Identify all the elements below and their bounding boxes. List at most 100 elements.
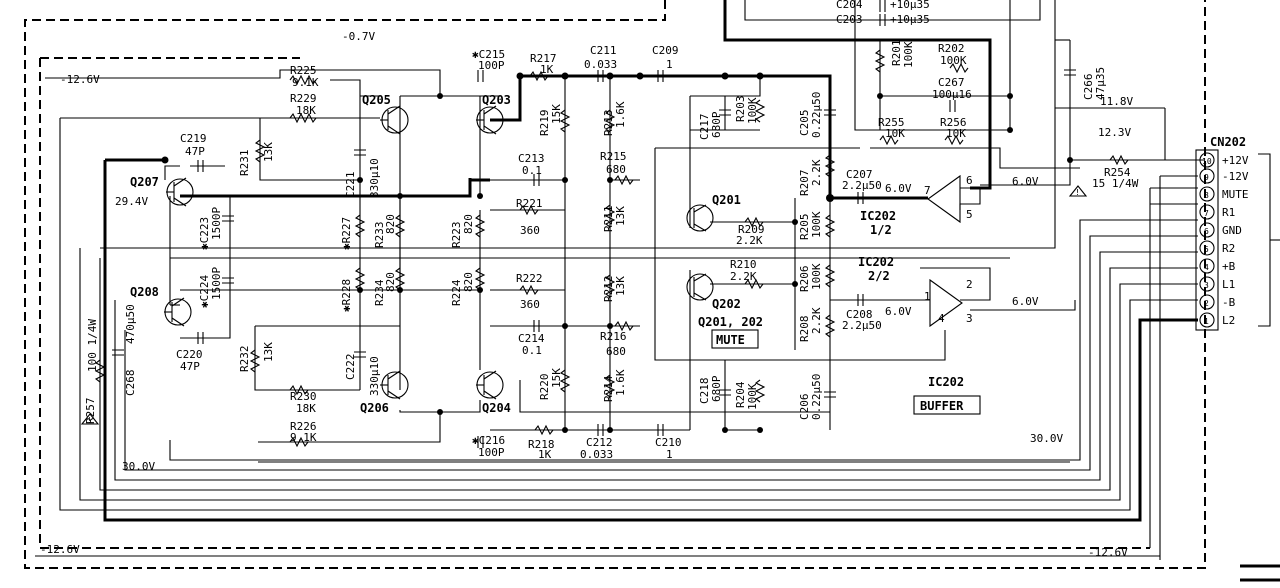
resistor-ref: R205: [798, 214, 811, 241]
capacitor-value: 0.22µ50: [810, 92, 823, 138]
capacitor-ref: C205: [798, 110, 811, 137]
voltage-label: 29.4V: [115, 195, 148, 208]
capacitor-ref: C206: [798, 394, 811, 421]
resistor-value: 820: [384, 214, 397, 234]
capacitor-value: 47P: [185, 145, 205, 158]
pin-label: L1: [1222, 278, 1235, 291]
connector-cn202: [1195, 149, 1280, 331]
pin-label: +12V: [1222, 154, 1249, 167]
resistor-ref: R223: [450, 222, 463, 249]
svg-text:!: !: [87, 416, 92, 425]
capacitor-ref: ✱C224: [198, 275, 211, 308]
resistor-value: 15 1/4W: [1092, 177, 1139, 190]
pin-number: 9: [1204, 173, 1209, 182]
voltage-label: 30.0V: [122, 460, 155, 473]
transistor-q203: [476, 105, 504, 135]
capacitor-ref: C267: [938, 76, 965, 89]
transistor-label: Q201, 202: [698, 315, 763, 329]
capacitor-value: 330µ10: [368, 158, 381, 198]
transistor-q202: [686, 273, 714, 301]
capacitor-ref: C219: [180, 132, 207, 145]
resistor-value: 680: [606, 345, 626, 358]
capacitor-value: 0.033: [584, 58, 617, 71]
voltage-label: -0.7V: [342, 30, 375, 43]
capacitor-ref: C211: [590, 44, 617, 57]
capacitor-symbols: [112, 0, 1076, 448]
ic-label: IC202: [928, 375, 964, 389]
buffer-label: BUFFER: [920, 399, 964, 413]
resistor-ref: R204: [734, 381, 747, 408]
resistor-ref: R257: [84, 398, 97, 425]
capacitor-value: 0.1: [522, 164, 542, 177]
pin-number: 7: [1204, 209, 1209, 218]
pin-label: 1: [924, 290, 931, 303]
resistor-value: 100K: [810, 263, 823, 290]
capacitor-ref: C204: [836, 0, 863, 11]
pin-label: 7: [924, 184, 931, 197]
svg-text:!: !: [1075, 188, 1080, 197]
capacitor-value: 2.2µ50: [842, 319, 882, 332]
resistor-value: 2.2K: [730, 270, 757, 283]
capacitor-value: 1: [666, 448, 673, 461]
resistor-ref: R215: [600, 150, 627, 163]
capacitor-value: 330µ10: [368, 356, 381, 396]
capacitor-ref: C266: [1082, 74, 1095, 101]
resistor-value: 9.1K: [292, 76, 319, 89]
resistor-value: 13K: [614, 276, 627, 296]
pin-number: 3: [1204, 281, 1209, 290]
capacitor-ref: C213: [518, 152, 545, 165]
resistor-ref: R225: [290, 64, 317, 77]
capacitor-value: 1: [666, 58, 673, 71]
capacitor-ref: C207: [846, 168, 873, 181]
transistor-q208: [164, 297, 192, 327]
capacitor-ref: C203: [836, 13, 863, 26]
resistor-value: 2.2K: [810, 159, 823, 186]
transistor-label: Q208: [130, 285, 159, 299]
transistor-label: Q203: [482, 93, 511, 107]
capacitor-ref: C221: [344, 172, 357, 199]
resistor-ref: R203: [734, 96, 747, 123]
resistor-value: 100K: [746, 97, 759, 124]
resistor-ref: R218: [528, 438, 555, 451]
resistor-ref: R232: [238, 346, 251, 373]
resistor-ref: R206: [798, 266, 811, 293]
pin-number: 6: [1204, 227, 1209, 236]
resistor-value: 1K: [540, 63, 554, 76]
resistor-ref: R211: [602, 206, 615, 233]
resistor-ref: R207: [798, 170, 811, 197]
resistor-ref: R208: [798, 316, 811, 343]
pin-label: 6: [966, 174, 973, 187]
pin-label: 3: [966, 312, 973, 325]
pin-label: 5: [966, 208, 973, 221]
resistor-ref: R216: [600, 330, 627, 343]
resistor-value: 15K: [550, 104, 563, 124]
capacitor-ref: C208: [846, 308, 873, 321]
resistor-ref: R254: [1104, 166, 1131, 179]
voltage-label: -12.6V: [60, 73, 100, 86]
transistor-label: Q201: [712, 193, 741, 207]
voltage-label: 6.0V: [885, 182, 912, 195]
resistor-value: 13K: [262, 142, 275, 162]
ic-sub-label: 2/2: [868, 269, 890, 283]
pin-label: MUTE: [1222, 188, 1249, 201]
resistor-value: 9.1K: [290, 431, 317, 444]
resistor-value: 10K: [885, 127, 905, 140]
resistor-ref: R220: [538, 374, 551, 401]
resistor-value: 100K: [746, 383, 759, 410]
capacitor-value: 2.2µ50: [842, 179, 882, 192]
resistor-ref: R201: [890, 40, 903, 67]
mute-label: MUTE: [716, 333, 745, 347]
resistor-value: 1.6K: [614, 101, 627, 128]
resistor-value: 820: [462, 214, 475, 234]
pin-label: -B: [1222, 296, 1236, 309]
resistor-value: 1.6K: [614, 369, 627, 396]
connector-title: CN202: [1210, 135, 1246, 149]
pin-label: 2: [966, 278, 973, 291]
transistor-q201: [686, 204, 714, 232]
resistor-ref: ✱R228: [340, 279, 353, 312]
capacitor-value: 1500P: [210, 267, 223, 300]
resistor-ref: R210: [730, 258, 757, 271]
transistor-q206: [380, 370, 409, 400]
resistor-value: 13K: [262, 342, 275, 362]
